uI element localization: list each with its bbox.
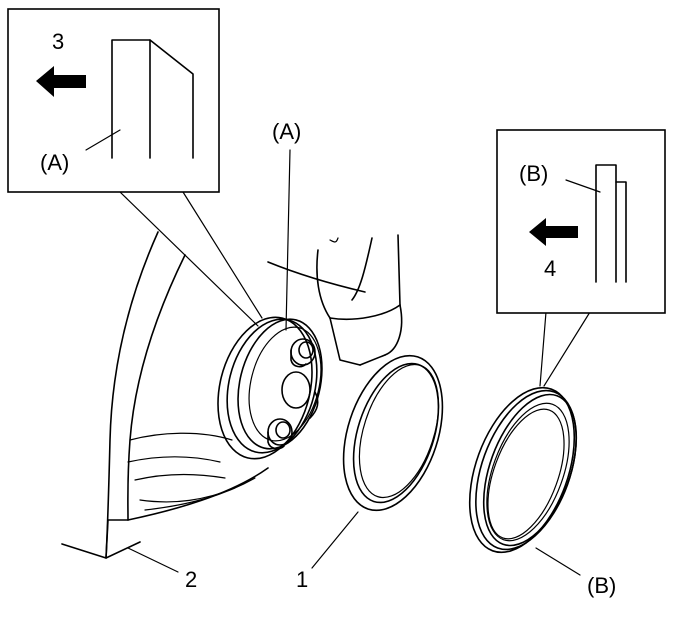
housing-body: [61, 231, 269, 559]
part-leader-lines: [127, 149, 581, 576]
mechanism-block: [267, 234, 403, 366]
part-2-label: 2: [185, 567, 197, 592]
inset-right: [496, 129, 666, 314]
hub-assembly: [217, 316, 323, 460]
inset-left-a-label: (A): [40, 150, 69, 175]
part-1-label: 1: [296, 567, 308, 592]
step-4-label: 4: [544, 256, 556, 281]
inset-left: [7, 8, 220, 193]
ring-b-label: (B): [587, 573, 616, 598]
arrow-left-icon: [36, 66, 86, 97]
hub-a-label: (A): [272, 119, 301, 144]
seal-ring-1: [342, 354, 444, 512]
inset-right-b-label: (B): [519, 161, 548, 186]
arrow-left-icon: [529, 218, 578, 246]
ring-b: [468, 386, 578, 554]
inset-leader-lines: [119, 191, 591, 387]
step-3-label: 3: [52, 29, 64, 54]
labels: 3 (A) (B) 4 (A) 2 1 (B): [40, 29, 616, 598]
